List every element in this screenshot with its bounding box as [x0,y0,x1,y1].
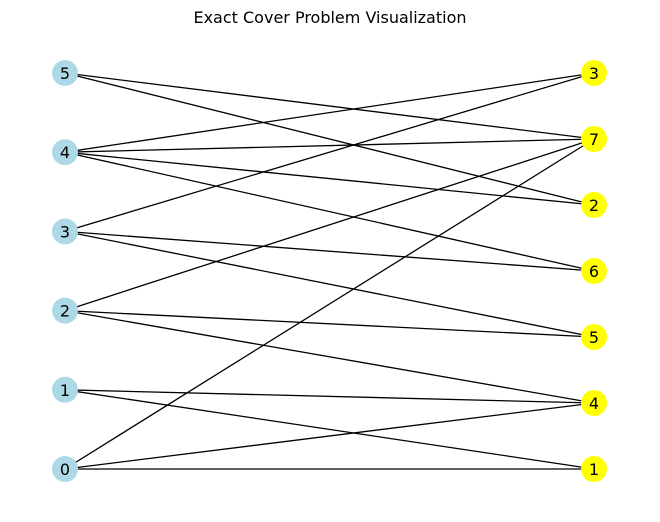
edge-5-2 [64,72,595,206]
diagram-title: Exact Cover Problem Visualization [193,8,466,27]
edge-3-6 [64,230,595,272]
edge-2-5 [64,309,595,338]
edge-0-7 [64,138,595,470]
edge-4-2 [64,151,595,206]
left-node-circle [52,376,78,403]
left-node-label: 4 [60,143,70,162]
left-node-1: 1 [52,376,78,403]
left-node-circle [52,60,78,86]
edge-2-7 [64,138,595,312]
right-node-circle [581,126,607,152]
right-node-circle [581,456,607,482]
right-node-circle [581,60,607,86]
edge-3-5 [64,230,595,338]
right-node-label: 4 [589,394,599,413]
right-node-circle [581,192,607,218]
nodes-layer: 0 1 2 3 4 5 1 4 5 6 2 7 3 [52,60,607,482]
edge-4-6 [64,151,595,272]
right-node-2: 2 [581,192,607,218]
edge-0-4 [64,402,595,470]
edge-1-1 [64,389,595,470]
left-node-circle [52,218,78,245]
right-node-label: 2 [589,196,599,215]
left-node-label: 3 [60,222,70,241]
edge-3-3 [64,72,595,233]
right-node-6: 6 [581,258,607,284]
left-node-0: 0 [52,456,78,482]
right-node-label: 5 [589,328,599,347]
edge-4-7 [64,138,595,153]
edge-1-4 [64,389,595,404]
right-node-5: 5 [581,324,607,350]
left-node-circle [52,456,78,482]
left-node-label: 2 [60,302,70,321]
left-node-circle [52,297,78,324]
right-node-label: 6 [589,262,599,281]
right-node-circle [581,390,607,416]
left-node-5: 5 [52,60,78,86]
right-node-label: 7 [589,130,599,149]
right-node-7: 7 [581,126,607,152]
left-node-circle [52,139,78,166]
right-node-label: 3 [589,64,599,83]
left-node-label: 0 [60,460,70,479]
right-node-circle [581,258,607,284]
right-node-1: 1 [581,456,607,482]
right-node-4: 4 [581,390,607,416]
right-node-label: 1 [589,460,599,479]
right-node-3: 3 [581,60,607,86]
left-node-4: 4 [52,139,78,166]
left-node-label: 5 [60,64,70,83]
left-node-3: 3 [52,218,78,245]
left-node-2: 2 [52,297,78,324]
left-node-label: 1 [60,381,70,400]
edges-layer [64,72,595,470]
edge-5-7 [64,72,595,140]
right-node-circle [581,324,607,350]
edge-2-4 [64,309,595,404]
edge-4-3 [64,72,595,153]
